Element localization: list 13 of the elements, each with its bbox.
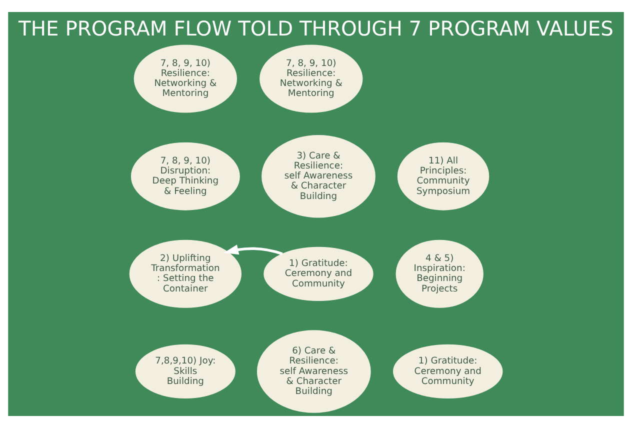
node-ellipse: 3) Care & Resilience: self Awareness & Character Building <box>262 134 376 218</box>
node-ellipse: 1) Gratitude: Ceremony and Community <box>264 246 374 301</box>
node-ellipse: 6) Care & Resilience: self Awareness & Character Building <box>256 330 371 413</box>
arrow <box>224 244 283 256</box>
node-ellipse: 4 & 5) Inspiration: Beginning Projects <box>396 240 484 308</box>
node-ellipse: 7, 8, 9, 10) Resilience: Networking & Mentoring <box>260 44 363 113</box>
node-ellipse: 7, 8, 9, 10) Disruption: Deep Thinking & Feeling <box>130 142 240 210</box>
diagram-title: THE PROGRAM FLOW TOLD THROUGH 7 PROGRAM VALUES <box>18 16 614 40</box>
node-ellipse: 1) Gratitude: Ceremony and Community <box>393 344 503 398</box>
node-ellipse: 7, 8, 9, 10) Resilience: Networking & Mentoring <box>134 44 238 113</box>
node-ellipse: 2) Uplifting Transformation : Setting the Container <box>129 240 242 308</box>
node-ellipse: 7,8,9,10) Joy: Skills Building <box>135 344 236 398</box>
node-ellipse: 11) All Principles: Community Symposium <box>397 142 490 210</box>
